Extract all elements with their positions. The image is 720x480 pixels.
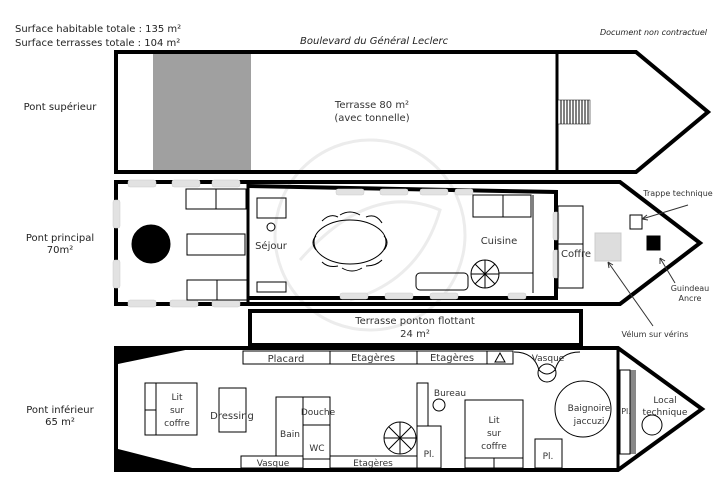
side-table <box>256 197 287 219</box>
main-deck <box>112 179 704 327</box>
pl3-label: Pl. <box>621 407 631 416</box>
lit1-label-1: Lit <box>171 393 183 403</box>
ancre-label: Ancre <box>679 294 702 303</box>
warning-icon <box>494 351 506 363</box>
main-deck-area: 70m² <box>46 245 74 256</box>
bureau-label: Bureau <box>434 389 466 399</box>
upper-deck-label: Pont supérieur <box>23 102 97 113</box>
lit1-label-2: sur <box>170 406 184 416</box>
coffee-table <box>186 233 246 256</box>
surface-terrasses-text: Surface terrasses totale : 104 m² <box>15 38 181 49</box>
lit2-label-3: coffre <box>481 442 507 452</box>
douche-label: Douche <box>301 408 336 418</box>
lit1-label-3: coffre <box>164 419 190 429</box>
velum-label: Vélum sur vérins <box>622 329 689 339</box>
upper-terrace-label: Terrasse 80 m² <box>334 100 409 111</box>
bain-label: Bain <box>280 430 300 440</box>
kitchen-counter-top <box>472 194 532 218</box>
local-label-2: technique <box>643 408 688 418</box>
guindeau-icon <box>646 235 661 251</box>
pl1-label: Pl. <box>424 450 435 460</box>
lower-deck <box>114 346 706 472</box>
kitchen-island <box>415 272 469 291</box>
tonnelle-area <box>153 52 251 172</box>
coffre-label: Coffre <box>561 249 591 260</box>
street-label: Boulevard du Général Leclerc <box>300 36 449 47</box>
cuisine-label: Cuisine <box>481 236 518 247</box>
velum-icon <box>594 232 622 262</box>
vasque-top-label: Vasque <box>532 354 565 364</box>
baignoire-label-1: Baignoire <box>568 404 611 414</box>
main-deck-label: Pont principal <box>25 233 95 244</box>
ponton-area: 24 m² <box>400 329 430 340</box>
lower-deck-area: 65 m² <box>45 417 75 428</box>
ponton-label: Terrasse ponton flottant <box>354 316 475 327</box>
annotation-arrows <box>607 204 689 327</box>
partition <box>630 370 636 454</box>
guindeau-label: Guindeau <box>671 284 710 293</box>
upper-terrace-sub: (avec tonnelle) <box>334 113 409 124</box>
etageres-bottom-label: Etagères <box>353 458 393 469</box>
stove-icon <box>131 224 171 264</box>
stairs-icon <box>557 99 591 125</box>
lit2-label-1: Lit <box>488 416 500 426</box>
upper-deck <box>114 50 712 174</box>
baignoire-label-2: jaccuzi <box>573 417 605 427</box>
pl2-label: Pl. <box>543 452 554 462</box>
trappe-label: Trappe technique <box>642 189 712 198</box>
sejour-label: Séjour <box>255 240 288 252</box>
lit2-label-2: sur <box>487 429 501 439</box>
trappe-technique-icon <box>629 214 643 230</box>
ponton-terrace <box>248 309 583 347</box>
wc-label: WC <box>309 444 324 454</box>
dressing-label: Dressing <box>210 411 254 422</box>
etageres-top-1: Etagères <box>351 352 395 364</box>
vasque-bottom-label: Vasque <box>257 459 290 469</box>
lower-deck-label: Pont inférieur <box>26 405 94 416</box>
etageres-top-2: Etagères <box>430 352 474 364</box>
watermark-logo <box>273 138 467 332</box>
dining-table <box>313 219 387 265</box>
placard-label: Placard <box>268 354 305 365</box>
local-label-1: Local <box>653 396 676 406</box>
surface-habitable-text: Surface habitable totale : 135 m² <box>15 24 182 35</box>
disclaimer-text: Document non contractuel <box>600 28 708 37</box>
